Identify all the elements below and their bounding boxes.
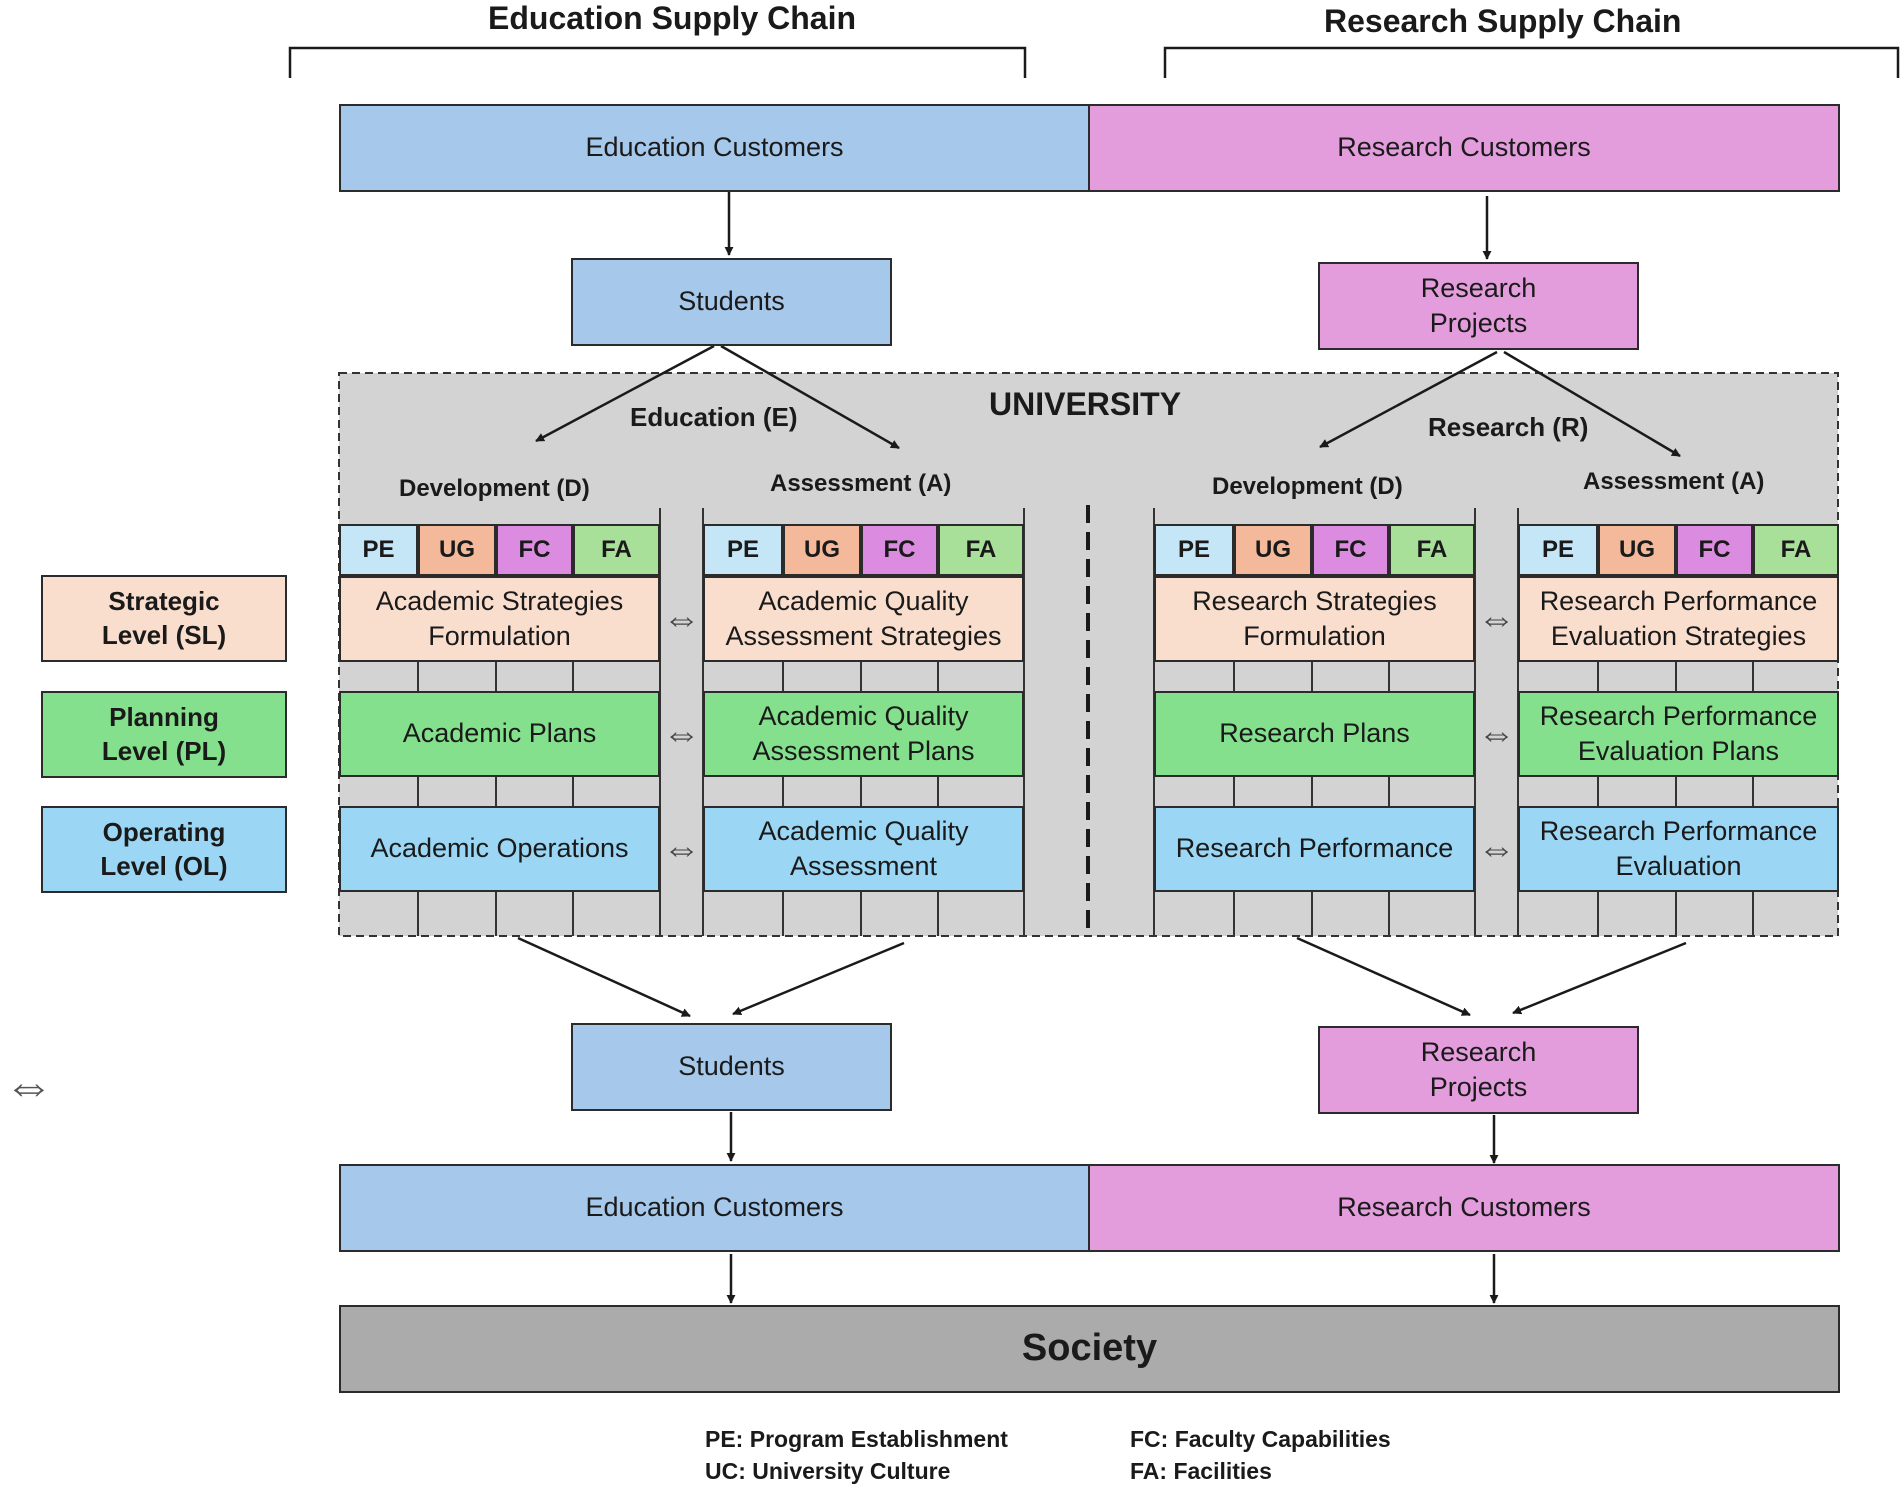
edu-dev-strategic: Academic Strategies Formulation: [339, 576, 660, 662]
chip-ug: UG: [783, 524, 861, 576]
research-customers-top: Research Customers: [1088, 104, 1840, 192]
research-supply-chain-header: Research Supply Chain: [1324, 3, 1682, 39]
planning-level-key: Planning Level (PL): [41, 691, 287, 778]
legend-uc: UC: University Culture: [705, 1458, 951, 1484]
students-output: Students: [571, 1023, 892, 1111]
students-input: Students: [571, 258, 892, 346]
research-projects-input: Research Projects: [1318, 262, 1639, 350]
chip-fa: FA: [1389, 524, 1475, 576]
research-projects-output: Research Projects: [1318, 1026, 1639, 1114]
chip-fc: FC: [496, 524, 573, 576]
chip-fc: FC: [861, 524, 938, 576]
chip-fa: FA: [573, 524, 660, 576]
strategic-level-key: Strategic Level (SL): [41, 575, 287, 662]
pillar-segments: [417, 662, 1754, 936]
bidirectional-arrow-icon: ⇔: [1477, 598, 1516, 640]
res-dev-planning: Research Plans: [1154, 691, 1475, 777]
legend-pe: PE: Program Establishment: [705, 1426, 1008, 1452]
education-bracket: [288, 46, 1027, 78]
operating-level-key: Operating Level (OL): [41, 806, 287, 893]
research-bracket: [1163, 46, 1900, 78]
university-title: UNIVERSITY: [989, 386, 1182, 422]
research-label: Research (R): [1428, 412, 1589, 442]
res-assess-planning: Research Performance Evaluation Plans: [1518, 691, 1839, 777]
chip-pe: PE: [339, 524, 418, 576]
edu-assess-strategic: Academic Quality Assessment Strategies: [703, 576, 1024, 662]
chip-fa: FA: [1753, 524, 1839, 576]
arrow-res-dev-to-projects: [1296, 936, 1471, 1017]
res-development-label: Development (D): [1212, 473, 1403, 500]
res-assess-strategic: Research Performance Evaluation Strategi…: [1518, 576, 1839, 662]
edu-dev-operating: Academic Operations: [339, 806, 660, 892]
legend-fa: FA: Facilities: [1130, 1458, 1272, 1484]
arrow-projects-to-res-dev: [1319, 350, 1498, 449]
bidirectional-arrow-icon: ⇔: [1477, 713, 1516, 755]
legend-fc: FC: Faculty Capabilities: [1130, 1426, 1391, 1452]
chip-pe: PE: [1518, 524, 1598, 576]
edu-assess-planning: Academic Quality Assessment Plans: [703, 691, 1024, 777]
research-customers-bottom: Research Customers: [1088, 1164, 1840, 1252]
bidirectional-arrow-icon: ⇔: [662, 713, 701, 755]
chip-fc: FC: [1312, 524, 1389, 576]
chip-ug: UG: [1598, 524, 1676, 576]
chip-ug: UG: [1234, 524, 1312, 576]
edu-assess-operating: Academic Quality Assessment: [703, 806, 1024, 892]
res-assess-operating: Research Performance Evaluation: [1518, 806, 1839, 892]
chip-pe: PE: [1154, 524, 1234, 576]
bidirectional-arrow-icon: ⇔: [1477, 828, 1516, 870]
res-assessment-label: Assessment (A): [1583, 468, 1765, 495]
education-customers-top: Education Customers: [339, 104, 1090, 192]
chip-fc: FC: [1676, 524, 1753, 576]
flow-arrows: [517, 192, 1687, 1304]
arrow-students-to-edu-dev: [535, 344, 715, 443]
education-supply-chain-header: Education Supply Chain: [488, 0, 857, 36]
chip-pe: PE: [703, 524, 783, 576]
arrow-edu-dev-to-students: [517, 936, 691, 1018]
society-box: Society: [339, 1305, 1840, 1393]
arrow-res-assess-to-projects: [1512, 941, 1687, 1015]
chip-ug: UG: [418, 524, 496, 576]
education-label: Education (E): [630, 402, 798, 432]
education-customers-bottom: Education Customers: [339, 1164, 1090, 1252]
chip-fa: FA: [938, 524, 1024, 576]
bidirectional-key-icon: ⇔: [4, 1057, 54, 1113]
bidirectional-arrow-icon: ⇔: [662, 598, 701, 640]
arrow-edu-assess-to-students: [732, 941, 905, 1016]
edu-dev-planning: Academic Plans: [339, 691, 660, 777]
edu-assessment-label: Assessment (A): [770, 470, 952, 497]
res-dev-strategic: Research Strategies Formulation: [1154, 576, 1475, 662]
res-dev-operating: Research Performance: [1154, 806, 1475, 892]
arrow-projects-to-res-assess: [1503, 350, 1681, 458]
edu-development-label: Development (D): [399, 475, 590, 502]
arrow-students-to-edu-assess: [720, 344, 900, 450]
bidirectional-arrow-icon: ⇔: [662, 828, 701, 870]
